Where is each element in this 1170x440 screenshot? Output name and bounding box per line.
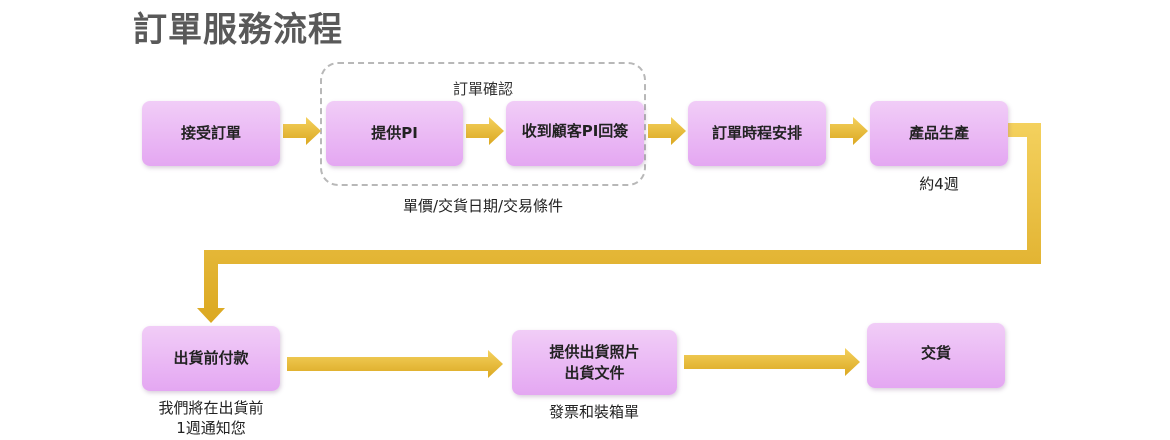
note-advance-notice-line2: 1週通知您 [176, 419, 246, 437]
note-pi-terms: 單價/交貨日期/交易條件 [402, 197, 564, 215]
note-advance-notice: 我們將在出貨前 1週通知您 [120, 398, 302, 438]
step-production: 產品生產 [870, 101, 1008, 166]
arrow-return-to-schedule [648, 117, 686, 145]
arrow-pay-to-photos [287, 350, 503, 378]
step-provide-pi-label: 提供PI [371, 124, 418, 142]
step-shipping-photos-line2: 出貨文件 [564, 363, 625, 382]
order-confirm-group [320, 62, 646, 186]
arrow-schedule-to-production [830, 117, 868, 145]
step-provide-pi: 提供PI [326, 101, 463, 166]
page-title: 訂單服務流程 [133, 10, 343, 50]
step-shipping-photos: 提供出貨照片 出貨文件 [512, 330, 677, 395]
step-delivery: 交貨 [867, 323, 1005, 388]
step-shipping-photos-line1: 提供出貨照片 [549, 342, 640, 361]
arrow-pi-to-return [466, 117, 504, 145]
step-schedule-label: 訂單時程安排 [711, 124, 802, 142]
note-invoice: 發票和裝箱單 [548, 403, 639, 421]
order-confirm-label: 訂單確認 [452, 80, 513, 98]
step-delivery-label: 交貨 [920, 344, 951, 362]
step-production-label: 產品生產 [908, 124, 969, 142]
step-receive-order-label: 接受訂單 [180, 124, 241, 142]
step-pi-return-label: 收到顧客PI回簽 [521, 122, 629, 140]
step-schedule: 訂單時程安排 [688, 101, 826, 166]
step-pi-return: 收到顧客PI回簽 [506, 101, 644, 166]
note-advance-notice-line1: 我們將在出貨前 [158, 399, 264, 417]
step-payment-label: 出貨前付款 [173, 349, 249, 367]
step-payment: 出貨前付款 [142, 326, 280, 391]
note-duration: 約4週 [919, 175, 959, 193]
step-receive-order: 接受訂單 [142, 101, 280, 166]
arrow-photos-to-deliver [684, 348, 860, 376]
arrow-receive-to-pi [283, 117, 321, 145]
